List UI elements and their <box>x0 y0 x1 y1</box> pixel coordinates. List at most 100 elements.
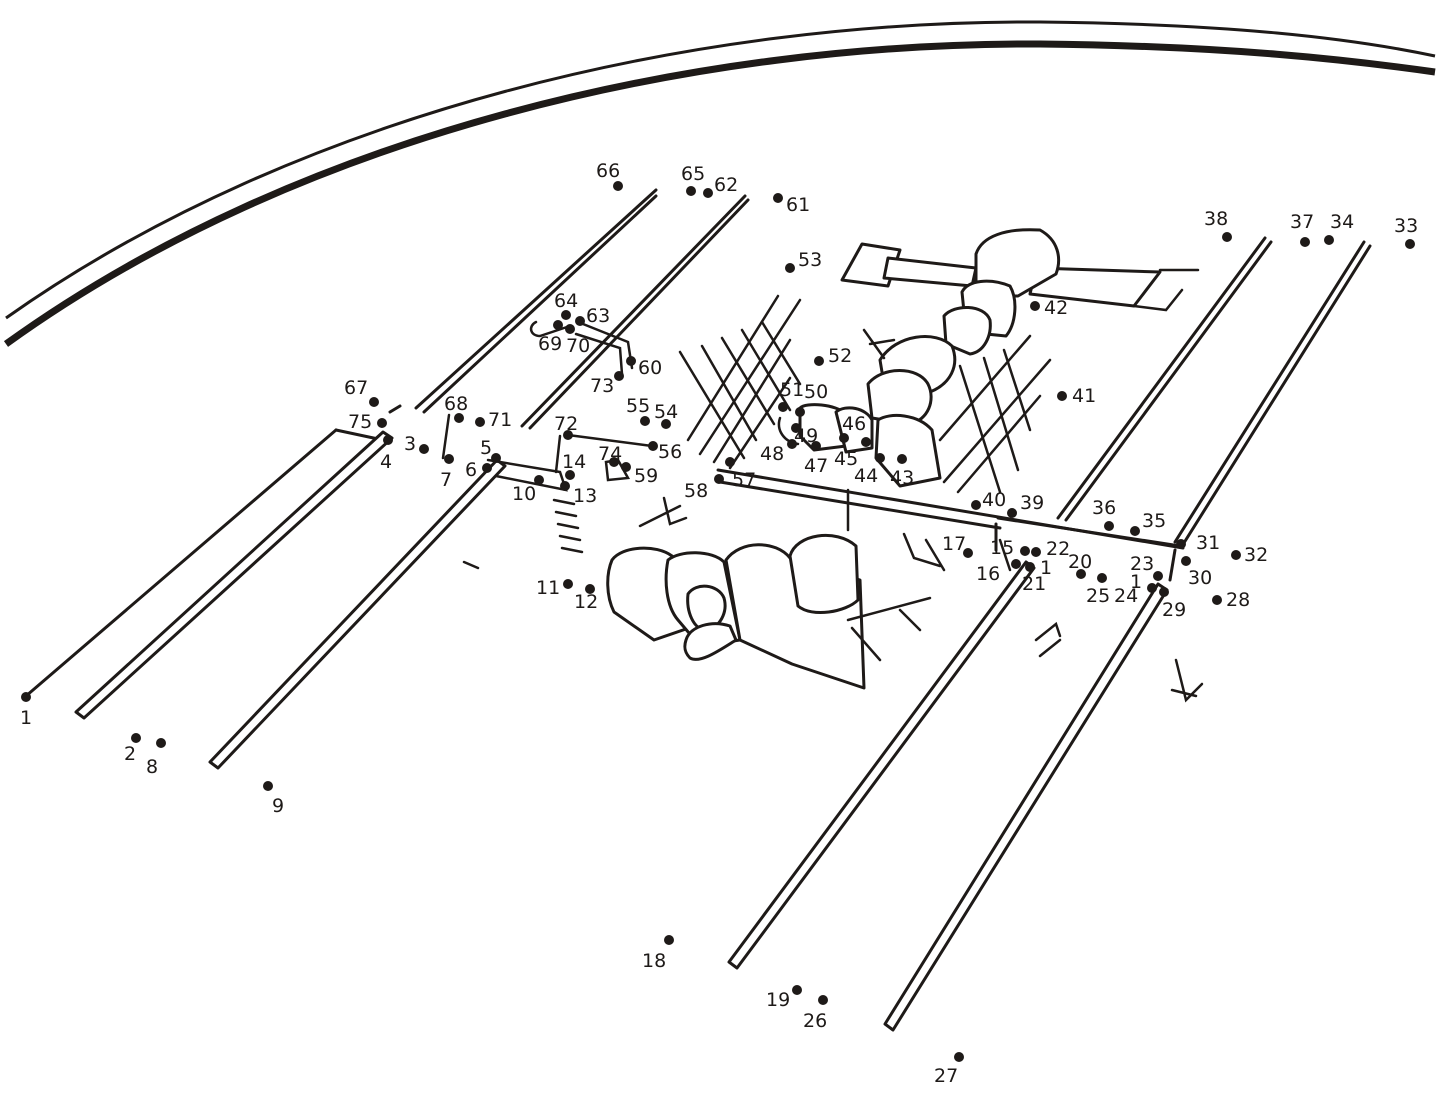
dot-number-label: 7 <box>440 469 452 491</box>
dot-marker <box>971 500 981 510</box>
dot-number-label: 24 <box>1114 585 1138 607</box>
dot-27: 27 <box>934 1052 964 1087</box>
dot-number-label: 62 <box>714 174 738 196</box>
dot-number-label: 47 <box>804 455 828 477</box>
dot-marker <box>814 356 824 366</box>
dot-49: 49 <box>791 423 818 447</box>
dot-marker <box>686 186 696 196</box>
dot-number-label: 49 <box>794 425 818 447</box>
dot-54: 54 <box>654 401 678 429</box>
dot-64: 64 <box>554 290 578 320</box>
dot-51: 51 <box>778 379 804 412</box>
dot-number-label: 56 <box>658 441 682 463</box>
dot-marker <box>565 470 575 480</box>
dot-number-label: 14 <box>562 451 586 473</box>
dot-57: 57 <box>725 457 756 491</box>
dot-number-label: 73 <box>590 375 614 397</box>
dot-2: 2 <box>124 733 141 765</box>
dot-29: 29 <box>1159 587 1186 621</box>
dot-1: 1 <box>20 692 32 729</box>
dot-3: 3 <box>404 433 429 455</box>
dot-marker <box>795 407 805 417</box>
dot-marker <box>263 781 273 791</box>
dot-35: 35 <box>1130 510 1166 536</box>
dot-number-label: 9 <box>272 795 284 817</box>
dot-marker <box>1176 539 1186 549</box>
dot-17: 17 <box>942 533 973 558</box>
dot-marker <box>1212 595 1222 605</box>
dot-12: 12 <box>574 584 598 613</box>
dot-66: 66 <box>596 160 623 191</box>
dot-marker <box>575 316 585 326</box>
dot-number-label: 60 <box>638 357 662 379</box>
dot-marker <box>1181 556 1191 566</box>
stray-number-label: 1 <box>1040 557 1052 579</box>
dot-number-label: 33 <box>1394 215 1418 237</box>
dot-marker <box>897 454 907 464</box>
dot-marker <box>1007 508 1017 518</box>
dot-71: 71 <box>475 409 512 431</box>
dot-number-label: 42 <box>1044 297 1068 319</box>
dot-number-label: 70 <box>566 335 590 357</box>
dot-73: 73 <box>590 371 624 397</box>
dot-number-label: 12 <box>574 591 598 613</box>
dot-31: 31 <box>1176 532 1220 554</box>
dot-number-label: 2 <box>124 743 136 765</box>
dot-5: 5 <box>480 437 501 463</box>
dot-number-label: 52 <box>828 345 852 367</box>
dot-number-label: 3 <box>404 433 416 455</box>
dot-marker <box>861 437 871 447</box>
dot-65: 65 <box>681 163 705 196</box>
dot-marker <box>811 441 821 451</box>
dot-30: 30 <box>1181 556 1212 589</box>
dot-marker <box>1405 239 1415 249</box>
dot-63: 63 <box>575 305 610 327</box>
dot-number-label: 31 <box>1196 532 1220 554</box>
dot-marker <box>475 417 485 427</box>
dot-number-label: 25 <box>1086 585 1110 607</box>
dot-46: 46 <box>839 413 866 443</box>
dot-24: 24 <box>1114 583 1157 607</box>
dot-marker <box>664 935 674 945</box>
dot-marker <box>792 985 802 995</box>
dot-number-label: 75 <box>348 411 372 433</box>
dot-number-label: 17 <box>942 533 966 555</box>
dot-number-label: 68 <box>444 393 468 415</box>
dot-number-label: 6 <box>465 459 477 481</box>
dot-number-label: 63 <box>586 305 610 327</box>
dot-22: 22 <box>1031 538 1070 560</box>
dot-19: 19 <box>766 985 802 1011</box>
dot-41: 41 <box>1057 385 1096 407</box>
dot-marker <box>787 439 797 449</box>
dot-number-label: 5 <box>480 437 492 459</box>
dot-72: 72 <box>554 413 578 440</box>
dot-62: 62 <box>703 174 738 198</box>
dot-number-label: 64 <box>554 290 578 312</box>
dot-marker <box>377 418 387 428</box>
dot-marker <box>609 457 619 467</box>
dot-21: 21 <box>1022 562 1046 595</box>
earth-horizon <box>3 20 1436 347</box>
dot-number-label: 45 <box>834 448 858 470</box>
dot-number-label: 38 <box>1204 208 1228 230</box>
dot-number-label: 34 <box>1330 211 1354 233</box>
dot-number-label: 16 <box>976 563 1000 585</box>
dot-number-label: 72 <box>554 413 578 435</box>
dot-marker <box>1020 546 1030 556</box>
dot-number-label: 22 <box>1046 538 1070 560</box>
dot-number-label: 8 <box>146 756 158 778</box>
dot-number-label: 26 <box>803 1010 827 1032</box>
dot-20: 20 <box>1068 551 1092 579</box>
dot-number-label: 18 <box>642 950 666 972</box>
dot-number-label: 71 <box>488 409 512 431</box>
dot-number-label: 40 <box>982 489 1006 511</box>
dot-marker <box>482 463 492 473</box>
dot-marker <box>454 413 464 423</box>
dot-number-label: 66 <box>596 160 620 182</box>
dot-48: 48 <box>760 439 797 465</box>
dot-number-label: 51 <box>780 379 804 401</box>
dot-53: 53 <box>785 249 822 273</box>
dot-marker <box>1011 559 1021 569</box>
dot-marker <box>1231 550 1241 560</box>
dot-number-label: 36 <box>1092 497 1116 519</box>
